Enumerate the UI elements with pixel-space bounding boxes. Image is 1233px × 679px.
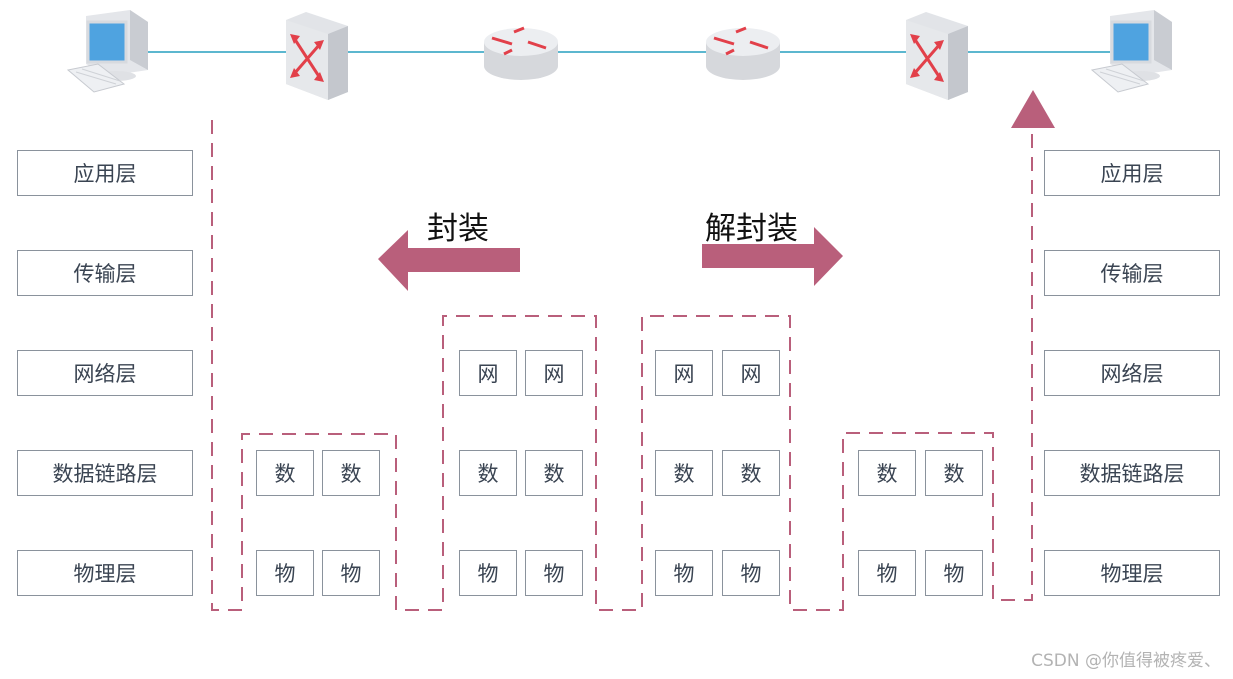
pdu-data-link: 数	[925, 450, 983, 496]
layer-label: 应用层	[73, 162, 137, 186]
layer-label: 传输层	[1100, 262, 1164, 286]
layer-transport: 传输层	[1044, 250, 1220, 296]
layer-network: 网络层	[1044, 350, 1220, 396]
pdu-network: 网	[525, 350, 583, 396]
pdu-label: 物	[543, 562, 565, 586]
layer-application: 应用层	[17, 150, 193, 196]
pdu-data-link: 数	[655, 450, 713, 496]
layer-label: 传输层	[73, 262, 137, 286]
router-icon	[706, 26, 780, 80]
layer-physical: 物理层	[17, 550, 193, 596]
pdu-physical: 物	[525, 550, 583, 596]
pdu-label: 数	[740, 462, 762, 486]
pdu-label: 数	[673, 462, 695, 486]
encapsulate-label: 封装	[427, 211, 489, 247]
pdu-network: 网	[655, 350, 713, 396]
pdu-label: 数	[943, 462, 965, 486]
pdu-label: 物	[477, 562, 499, 586]
pdu-network: 网	[459, 350, 517, 396]
layer-application: 应用层	[1044, 150, 1220, 196]
layer-data-link: 数据链路层	[1044, 450, 1220, 496]
pdu-label: 物	[673, 562, 695, 586]
router-icon	[484, 26, 558, 80]
switch-icon	[286, 12, 348, 100]
watermark: CSDN @你值得被疼爱、	[1031, 651, 1221, 671]
layer-label: 数据链路层	[52, 462, 158, 486]
pdu-physical: 物	[858, 550, 916, 596]
pdu-data-link: 数	[722, 450, 780, 496]
pdu-network: 网	[722, 350, 780, 396]
pdu-physical: 物	[256, 550, 314, 596]
layer-label: 物理层	[1100, 562, 1164, 586]
pdu-label: 网	[543, 362, 565, 386]
pdu-data-link: 数	[256, 450, 314, 496]
layer-data-link: 数据链路层	[17, 450, 193, 496]
pdu-physical: 物	[655, 550, 713, 596]
switch-icon	[906, 12, 968, 100]
pdu-data-link: 数	[525, 450, 583, 496]
computer-icon	[1090, 10, 1172, 93]
layer-label: 网络层	[73, 362, 137, 386]
layer-network: 网络层	[17, 350, 193, 396]
pdu-label: 网	[673, 362, 695, 386]
pdu-physical: 物	[722, 550, 780, 596]
pdu-data-link: 数	[322, 450, 380, 496]
layer-label: 网络层	[1100, 362, 1164, 386]
pdu-label: 数	[340, 462, 362, 486]
pdu-data-link: 数	[858, 450, 916, 496]
pdu-label: 物	[740, 562, 762, 586]
pdu-data-link: 数	[459, 450, 517, 496]
pdu-label: 网	[740, 362, 762, 386]
arrow-left-icon	[378, 230, 520, 291]
pdu-label: 数	[876, 462, 898, 486]
pdu-label: 数	[274, 462, 296, 486]
layer-transport: 传输层	[17, 250, 193, 296]
decapsulate-label: 解封装	[705, 211, 798, 247]
pdu-label: 物	[876, 562, 898, 586]
computer-icon	[66, 10, 148, 93]
pdu-label: 物	[274, 562, 296, 586]
pdu-label: 物	[943, 562, 965, 586]
data-flow-path	[211, 120, 1033, 611]
arrow-up-icon	[1011, 90, 1055, 128]
pdu-physical: 物	[322, 550, 380, 596]
layer-label: 物理层	[73, 562, 137, 586]
layer-label: 数据链路层	[1079, 462, 1185, 486]
pdu-physical: 物	[925, 550, 983, 596]
pdu-label: 网	[477, 362, 499, 386]
pdu-label: 物	[340, 562, 362, 586]
layer-label: 应用层	[1100, 162, 1164, 186]
pdu-label: 数	[477, 462, 499, 486]
arrow-right-icon	[702, 227, 843, 286]
pdu-label: 数	[543, 462, 565, 486]
layer-physical: 物理层	[1044, 550, 1220, 596]
pdu-physical: 物	[459, 550, 517, 596]
